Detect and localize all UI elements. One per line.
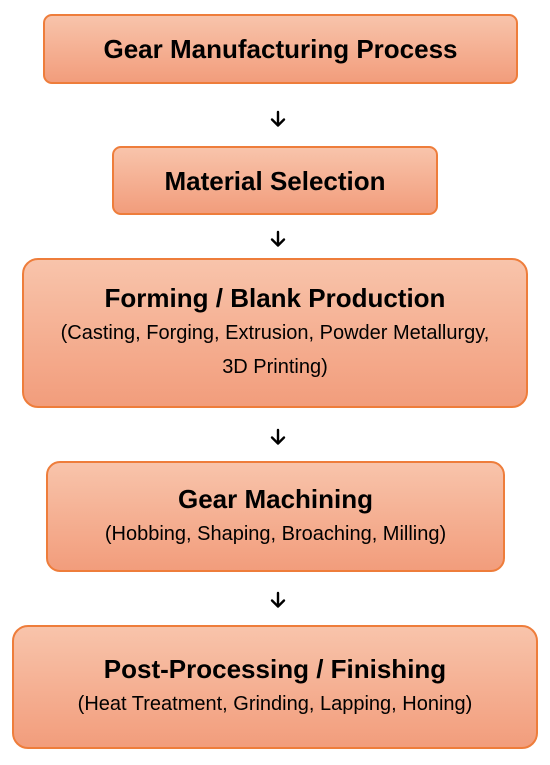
step-box-post-processing-finishing: Post-Processing / Finishing (Heat Treatm… xyxy=(12,625,538,749)
step-title: Post-Processing / Finishing xyxy=(103,654,447,684)
step-box-material-selection: Material Selection xyxy=(112,146,438,215)
step-box-gear-manufacturing-process: Gear Manufacturing Process xyxy=(43,14,518,84)
arrow-down-icon xyxy=(270,428,286,445)
step-box-forming-blank-production: Forming / Blank Production (Casting, For… xyxy=(22,258,528,408)
step-description: (Hobbing, Shaping, Broaching, Milling) xyxy=(104,522,447,545)
arrow-down-icon xyxy=(270,110,286,127)
step-title: Forming / Blank Production xyxy=(104,283,446,313)
step-title: Material Selection xyxy=(164,165,386,196)
arrow-down-icon xyxy=(270,591,286,608)
arrow-down-icon xyxy=(270,230,286,247)
step-box-gear-machining: Gear Machining (Hobbing, Shaping, Broach… xyxy=(46,461,505,572)
step-description: (Heat Treatment, Grinding, Lapping, Honi… xyxy=(77,693,473,715)
step-description: (Casting, Forging, Extrusion, Powder Met… xyxy=(60,322,490,378)
step-title: Gear Manufacturing Process xyxy=(103,34,458,64)
step-title: Gear Machining xyxy=(177,483,374,514)
